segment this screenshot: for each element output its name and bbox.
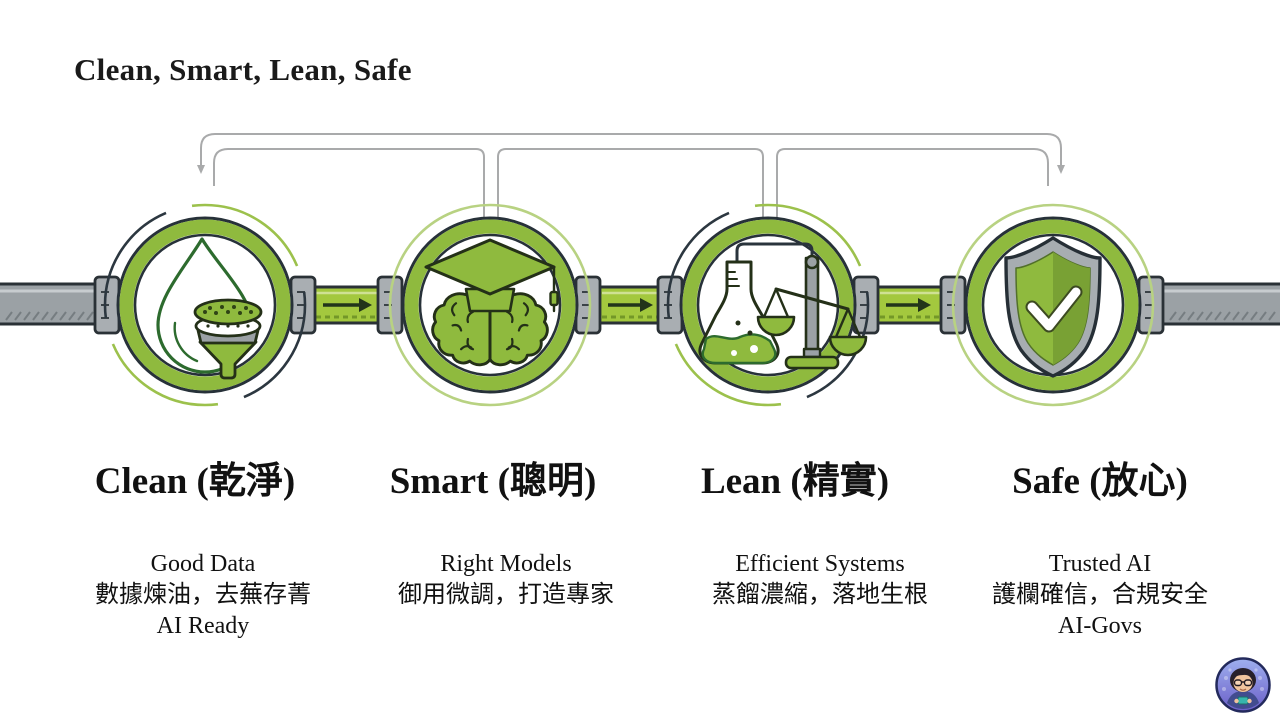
stage-circle-safe [951,203,1155,407]
stage-circle-lean [666,203,870,407]
tube-arrow-down-icon [197,165,205,174]
stage-line: Efficient Systems [735,551,905,577]
water-drop-filter-funnel-icon [156,237,263,380]
stage-description-lean: Efficient Systems 蒸餾濃縮，落地生根 [712,549,928,611]
flow-arrow-icon [323,298,931,312]
slide-title: Clean, Smart, Lean, Safe [74,52,412,87]
stage-line: 蒸餾濃縮，落地生根 [712,582,928,608]
stage-heading-safe: Safe (放心) [1012,461,1188,502]
stage-description-safe: Trusted AI 護欄確信，合規安全 AI-Govs [992,549,1208,642]
stage-line: Good Data [150,551,256,577]
graduation-cap-brain-icon [424,238,559,367]
stage-line: 數據煉油，去蕪存菁 [95,582,311,608]
stage-heading-smart: Smart (聰明) [389,461,597,502]
shield-checkmark-icon [1004,236,1102,378]
stage-heading-lean: Lean (精實) [700,461,890,502]
bypass-pipe-connector [197,133,1065,220]
stage-circle-smart [388,203,592,407]
stage-line: 御用微調，打造專家 [398,582,614,608]
stage-description-smart: Right Models 御用微調，打造專家 [398,549,614,611]
stage-line: Trusted AI [1048,551,1152,577]
flask-balance-scale-icon [698,242,868,370]
stage-description-clean: Good Data 數據煉油，去蕪存菁 AI Ready [95,549,311,642]
stage-line: 護欄確信，合規安全 [992,582,1208,608]
author-avatar-badge [1214,656,1272,714]
pipe-right [1160,282,1280,326]
stage-line: AI Ready [156,613,250,639]
stage-line: Right Models [440,551,572,577]
stage-heading-clean: Clean (乾淨) [94,461,296,502]
avatar-image [1215,657,1271,713]
pipe-flange [93,275,1165,335]
pipe-left [0,282,100,326]
tube-arrow-down-icon [1057,165,1065,174]
stage-line: AI-Govs [1058,613,1142,639]
stage-circle-clean [103,203,307,407]
